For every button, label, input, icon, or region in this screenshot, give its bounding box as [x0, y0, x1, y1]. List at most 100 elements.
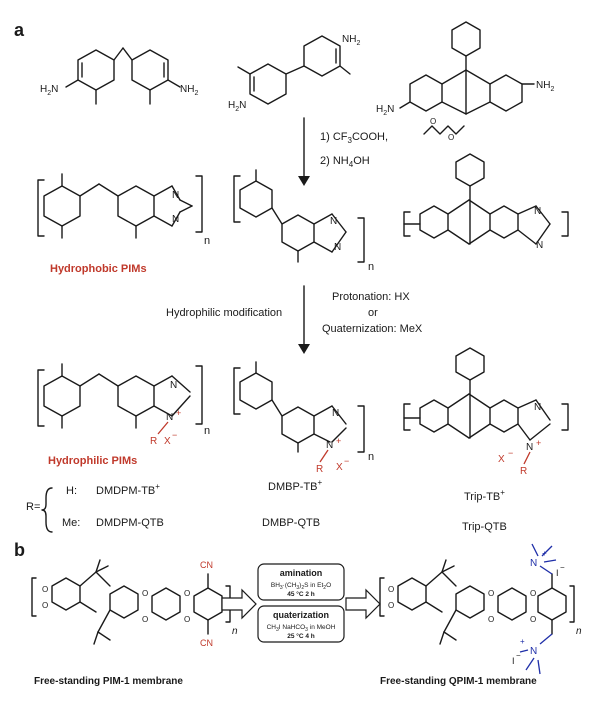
modification-label: Hydrophilic modification: [166, 307, 282, 319]
open-arrow-right: [345, 588, 381, 620]
svg-text:N: N: [530, 646, 537, 657]
svg-text:N: N: [332, 408, 339, 419]
svg-text:O: O: [530, 615, 536, 624]
svg-text:H2N: H2N: [228, 100, 246, 113]
svg-text:NH2: NH2: [180, 84, 198, 97]
svg-text:DMDPM-TB+: DMDPM-TB+: [96, 482, 160, 497]
svg-text:N: N: [334, 242, 341, 253]
svg-text:−: −: [516, 651, 521, 660]
quaternization-label: Quaternization: MeX: [322, 323, 423, 335]
svg-text:CH3I NaHCO3 in MeOH: CH3I NaHCO3 in MeOH: [267, 624, 336, 633]
svg-text:NH2: NH2: [536, 80, 554, 93]
svg-text:I: I: [556, 568, 559, 578]
svg-text:O: O: [184, 589, 190, 598]
svg-text:2) NH4OH: 2) NH4OH: [320, 155, 370, 169]
svg-text:N: N: [326, 440, 333, 451]
svg-text:O: O: [530, 589, 536, 598]
svg-text:−: −: [344, 456, 349, 466]
monomer-dmdpm: H2N NH2: [40, 47, 198, 105]
svg-text:n: n: [576, 626, 582, 637]
svg-text:O: O: [488, 615, 494, 624]
dmbp-qtb-label: DMBP-QTB: [262, 517, 320, 529]
svg-text:n: n: [204, 235, 210, 247]
svg-text:R=: R=: [26, 501, 40, 513]
svg-text:I: I: [512, 656, 515, 666]
svg-text:O: O: [142, 589, 148, 598]
svg-text:O: O: [184, 615, 190, 624]
svg-text:DMDPM-QTB: DMDPM-QTB: [96, 517, 164, 529]
open-arrow-left: [221, 588, 257, 620]
svg-text:CN: CN: [200, 638, 213, 648]
svg-text:X: X: [164, 436, 171, 447]
svg-text:N: N: [526, 442, 533, 453]
svg-text:N: N: [534, 402, 541, 413]
polymer-trip-tb: N N: [403, 153, 569, 251]
reaction-arrow-1: [298, 117, 310, 186]
svg-text:Me:: Me:: [62, 517, 80, 529]
svg-text:O: O: [142, 615, 148, 624]
r-group-legend: R= H: DMDPM-TB+ Me: DMDPM-QTB: [26, 482, 164, 533]
polymer-trip-qtb: N N R + X −: [403, 347, 569, 477]
svg-text:O: O: [388, 585, 394, 594]
monomer-triptycene: H2N NH2: [376, 21, 554, 117]
svg-text:O: O: [388, 601, 394, 610]
panel-b-label: b: [14, 540, 25, 560]
svg-text:R: R: [150, 436, 157, 447]
svg-text:H2N: H2N: [40, 84, 58, 97]
quaternization-box: quaterization CH3I NaHCO3 in MeOH 25 °C …: [257, 605, 345, 643]
svg-text:+: +: [536, 438, 541, 448]
svg-text:1) CF3COOH,: 1) CF3COOH,: [320, 131, 388, 145]
svg-text:X: X: [498, 454, 505, 465]
svg-text:H2N: H2N: [376, 104, 394, 117]
svg-text:BH3·(CH3)2S in Et2O: BH3·(CH3)2S in Et2O: [271, 582, 331, 591]
trip-qtb-label: Trip-QTB: [462, 521, 507, 533]
or-label: or: [368, 307, 378, 319]
qpim1-caption: Free-standing QPIM-1 membrane: [380, 676, 537, 687]
svg-text:O: O: [448, 133, 454, 142]
svg-text:+: +: [176, 408, 181, 418]
polymer-dmbp-tb: N N n: [233, 169, 374, 273]
svg-text:CN: CN: [200, 560, 213, 570]
monomer-dmbp: NH2 H2N: [228, 34, 360, 113]
polymer-dmbp-qtb: N N R + X − n: [233, 361, 374, 475]
svg-text:n: n: [204, 425, 210, 437]
svg-text:45 °C 2 h: 45 °C 2 h: [287, 590, 315, 598]
svg-text:N: N: [172, 190, 179, 201]
svg-text:n: n: [368, 261, 374, 273]
svg-text:+: +: [336, 436, 341, 446]
polymer-dmdpm-tb: N N n: [37, 173, 210, 247]
reaction-conditions: 1) CF3COOH, O O 2) NH4OH: [320, 117, 465, 169]
trip-tb-label: Trip-TB+: [464, 488, 505, 503]
svg-text:−: −: [172, 430, 177, 440]
hydrophilic-label: Hydrophilic PIMs: [48, 455, 137, 467]
pim1-caption: Free-standing PIM-1 membrane: [34, 676, 183, 687]
amination-box: amination BH3·(CH3)2S in Et2O 45 °C 2 h: [257, 563, 345, 601]
pim1-structure: O O O O O O CN CN n: [31, 559, 238, 648]
hydrophobic-label: Hydrophobic PIMs: [50, 263, 147, 275]
svg-text:R: R: [520, 466, 527, 477]
svg-text:O: O: [430, 117, 436, 126]
svg-text:N: N: [170, 380, 177, 391]
svg-text:O: O: [488, 589, 494, 598]
svg-text:quaterization: quaterization: [273, 610, 329, 620]
svg-text:O: O: [42, 601, 48, 610]
svg-text:n: n: [232, 626, 238, 637]
qpim1-structure: O O O O O O N N + + I − I − n: [379, 543, 582, 675]
svg-text:N: N: [530, 558, 537, 569]
svg-text:N: N: [172, 214, 179, 225]
svg-text:−: −: [508, 448, 513, 458]
protonation-label: Protonation: HX: [332, 291, 410, 303]
polymer-dmdpm-qtb: N N R + X − n: [37, 363, 210, 447]
svg-text:25 °C 4 h: 25 °C 4 h: [287, 632, 315, 640]
panel-a-label: a: [14, 20, 25, 40]
reaction-arrow-2: [298, 285, 310, 354]
svg-text:n: n: [368, 451, 374, 463]
svg-text:+: +: [520, 637, 525, 646]
svg-text:O: O: [42, 585, 48, 594]
svg-text:+: +: [542, 549, 547, 558]
svg-text:NH2: NH2: [342, 34, 360, 47]
svg-text:R: R: [316, 464, 323, 475]
svg-text:X: X: [336, 462, 343, 473]
svg-text:H:: H:: [66, 485, 77, 497]
